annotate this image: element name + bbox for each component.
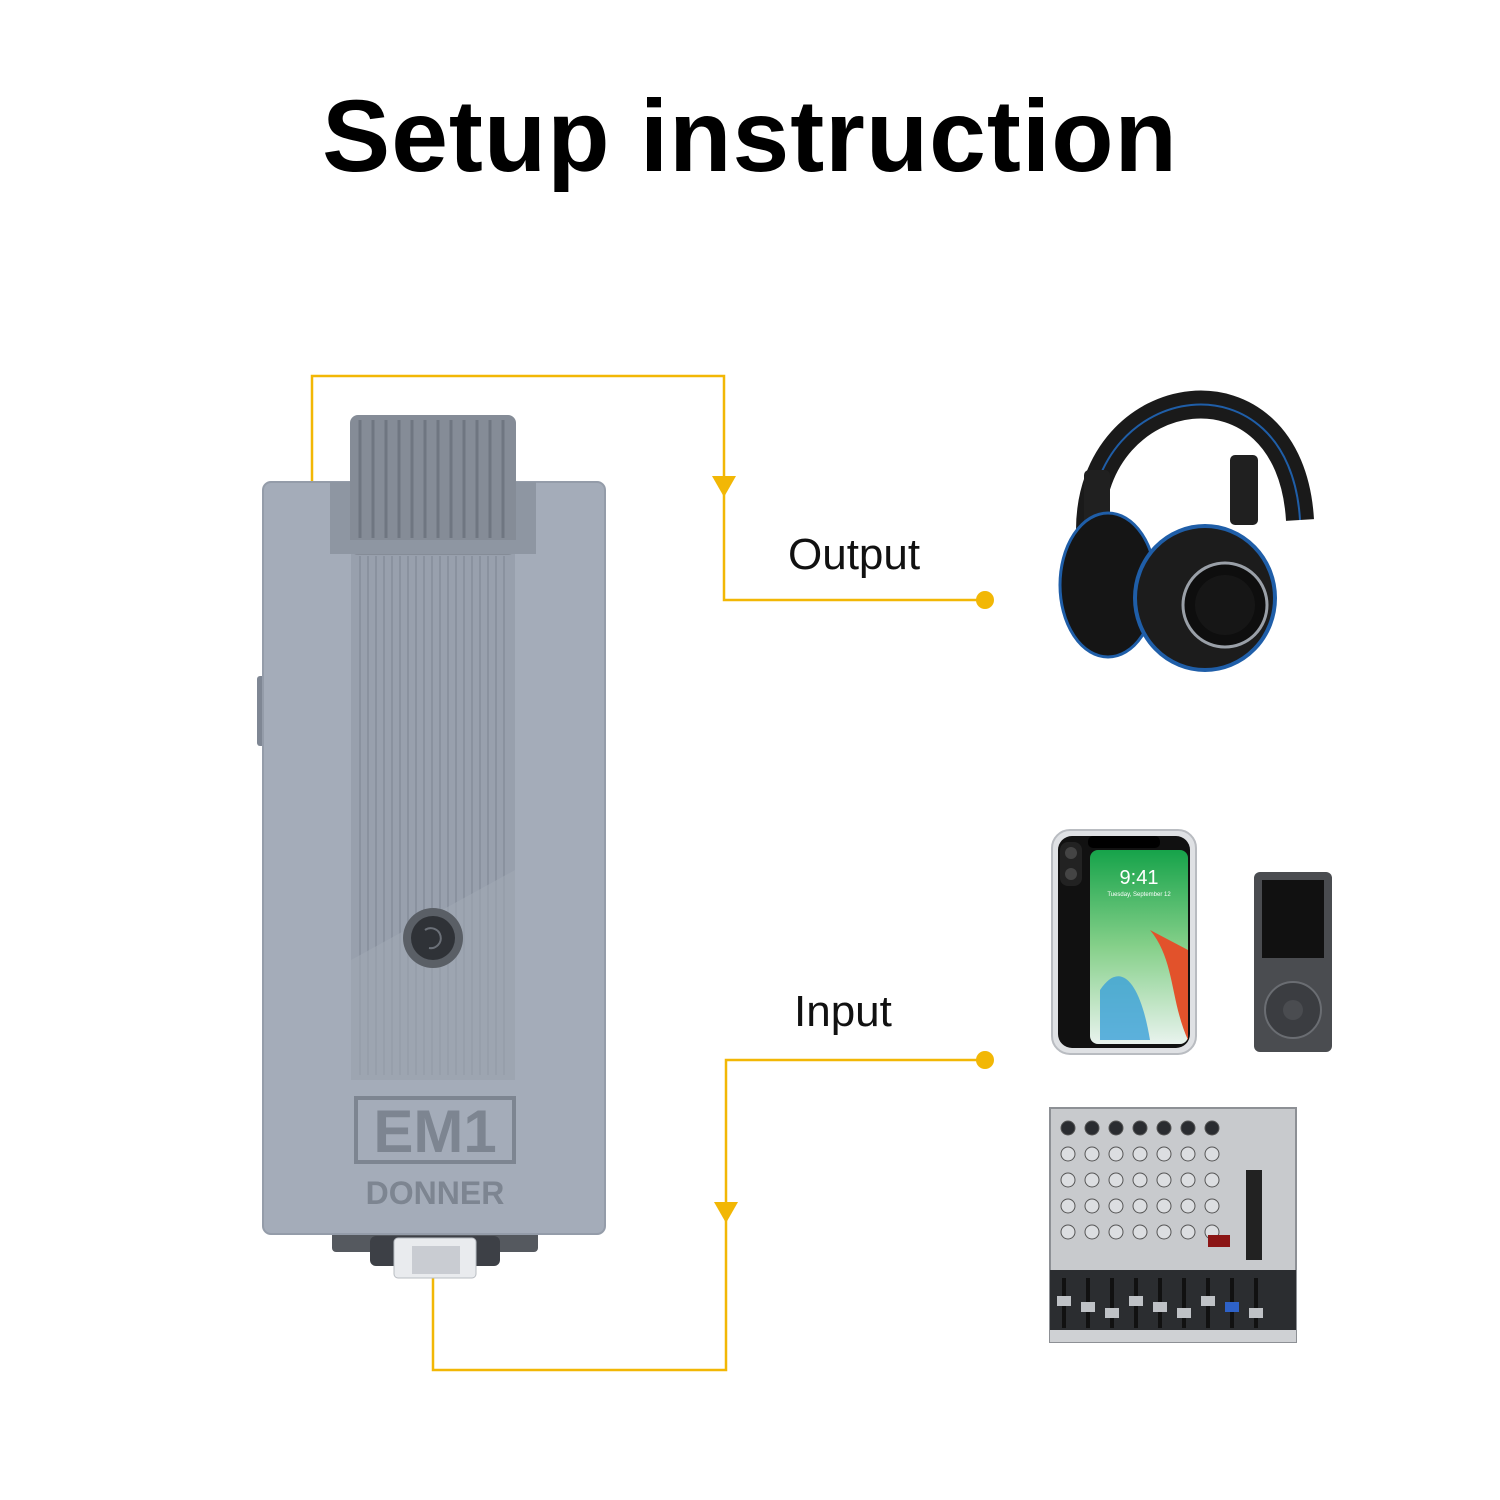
bottom-jack <box>332 1228 538 1279</box>
page-title: Setup instruction <box>322 79 1178 193</box>
phone-time: 9:41 <box>1120 867 1159 889</box>
mp3-player-icon <box>1254 872 1332 1052</box>
brand-label: DONNER <box>366 1175 505 1211</box>
output-arrow-icon <box>712 476 736 497</box>
em1-device <box>257 415 606 1279</box>
model-badge <box>354 1096 516 1164</box>
input-connector-line <box>431 1058 985 1372</box>
headphones-icon <box>1058 390 1314 672</box>
power-button-icon <box>403 908 463 968</box>
input-label: Input <box>794 987 892 1036</box>
output-label: Output <box>788 530 921 579</box>
output-connector-line <box>310 374 985 602</box>
input-arrow-icon <box>714 1202 738 1223</box>
phone-date: Tuesday, September 12 <box>1107 892 1171 898</box>
model-label: EM1 <box>373 1098 496 1165</box>
center-panel <box>351 540 515 1080</box>
volume-knob <box>330 415 536 555</box>
smartphone-icon <box>1051 829 1197 1055</box>
audio-mixer-icon <box>1049 1107 1297 1343</box>
output-connector-dot <box>976 591 994 609</box>
input-connector-dot <box>976 1051 994 1069</box>
